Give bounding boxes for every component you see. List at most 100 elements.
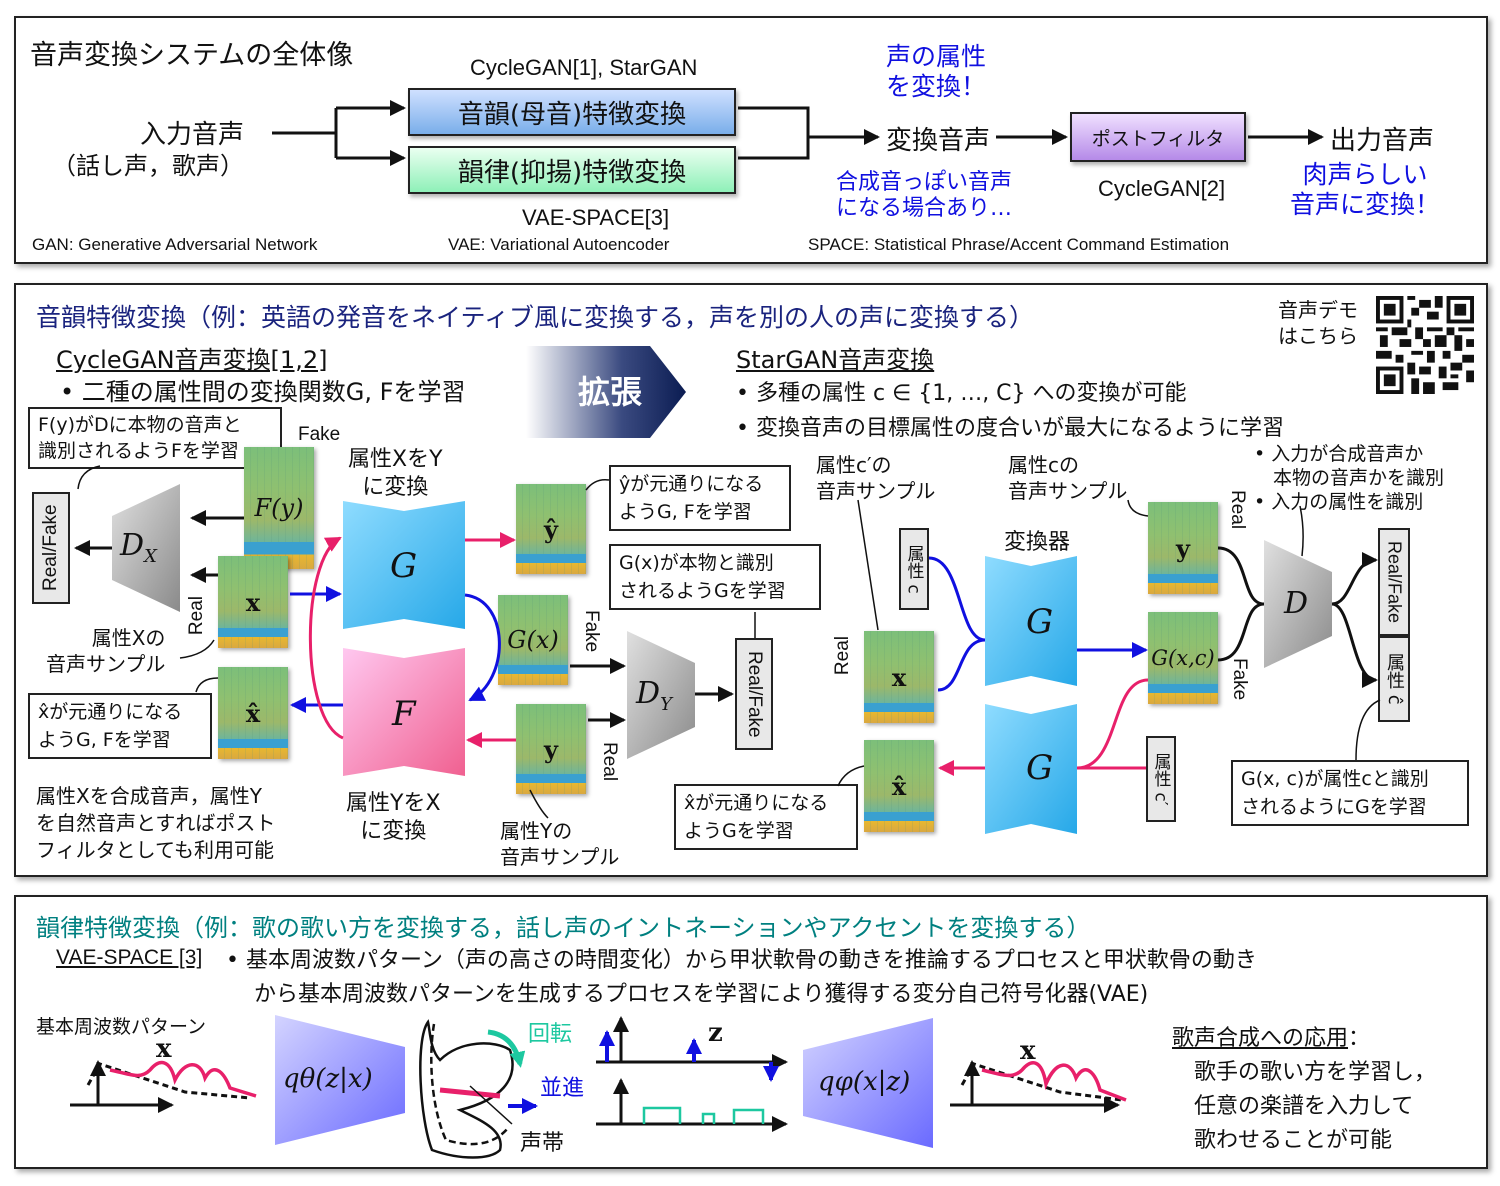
sample-cprime-label: 属性c′の 音声サンプル bbox=[816, 452, 935, 504]
sample-x-line-2: 音声サンプル bbox=[46, 652, 166, 676]
footnote-vae: VAE: Variational Autoencoder bbox=[448, 235, 670, 254]
translation-label: 並進 bbox=[540, 1076, 585, 1101]
vocal-folds-label: 声帯 bbox=[520, 1131, 565, 1156]
cyclegan-bullet: • 二種の属性間の変換関数G, Fを学習 bbox=[60, 378, 466, 406]
sample-y-line-2: 音声サンプル bbox=[500, 845, 620, 869]
prosodic-heading: 韻律特徴変換（例：歌の歌い方を変換する，話し声のイントネーションやアクセントを変… bbox=[36, 914, 1091, 942]
expand-label: 拡張 bbox=[578, 373, 643, 411]
application-line-3: 歌わせることが可能 bbox=[1194, 1128, 1393, 1153]
decoder-shape bbox=[803, 1018, 933, 1148]
star-note-xhat-box: x̂が元通りになる ようGを学習 bbox=[674, 784, 858, 850]
spec-fy-label: F(y) bbox=[254, 494, 304, 522]
sample-x-label: 属性Xの 音声サンプル bbox=[46, 625, 165, 677]
star-spec-gxc-label: G(x,c) bbox=[1151, 646, 1215, 670]
output-note-line-1: 肉声らしい bbox=[1302, 160, 1428, 189]
phonetic-conversion-box[interactable]: 音韻(母音)特徴変換 bbox=[408, 88, 736, 136]
real-mid-label: Real bbox=[599, 742, 620, 782]
demo-label-line-2: はこちら bbox=[1278, 324, 1358, 348]
label-x-to-y-line-1: 属性XをY bbox=[348, 447, 443, 472]
vae-space-method: VAE-SPACE [3] bbox=[56, 946, 203, 969]
note-gx-line-2: されるようGを学習 bbox=[619, 580, 786, 602]
label-x-to-y: 属性XをY に変換 bbox=[348, 446, 443, 502]
x-output-label: x bbox=[1020, 1036, 1036, 1066]
f-label: F bbox=[392, 694, 416, 734]
application-line-2: 任意の楽譜を入力して bbox=[1194, 1094, 1414, 1119]
star-generator-top bbox=[985, 556, 1077, 686]
footnote-space: SPACE: Statistical Phrase/Accent Command… bbox=[808, 235, 1230, 254]
star-discriminator-d bbox=[1264, 540, 1332, 668]
dy-letter: D bbox=[636, 676, 661, 711]
postfilter-label: ポストフィルタ bbox=[1091, 127, 1225, 150]
overview-title: 音声変換システムの全体像 bbox=[30, 40, 354, 71]
generator-g-left bbox=[343, 501, 465, 629]
discriminator-dx bbox=[112, 484, 180, 612]
output-note-line-2: 音声に変換！ bbox=[1290, 190, 1441, 219]
spectrogram-gx: G(x) bbox=[498, 595, 568, 685]
d-bullet-line-1: • 入力が合成音声か bbox=[1254, 443, 1424, 465]
attr-cprime-tag[interactable]: 属性 c′ bbox=[1146, 736, 1176, 822]
sample-x-line-1: 属性Xの bbox=[91, 626, 166, 650]
sample-c-label: 属性cの 音声サンプル bbox=[1008, 452, 1127, 504]
spectrogram-yhat: ŷ bbox=[516, 484, 586, 574]
star-realfake-label: Real/Fake bbox=[1384, 540, 1405, 624]
input-sub-label: （話し声，歌声） bbox=[52, 152, 244, 180]
real-left-label: Real bbox=[186, 596, 207, 636]
note-gx-box: G(x)が本物と識別 されるようGを学習 bbox=[609, 544, 821, 610]
output-label: 出力音声 bbox=[1330, 126, 1435, 156]
d-bullet-line-2: 本物の音声かを識別 bbox=[1254, 467, 1445, 489]
dx-label: DX bbox=[120, 528, 157, 567]
phonetic-conversion-label: 音韻(母音)特徴変換 bbox=[457, 99, 687, 130]
postfilter-method-label: CycleGAN[2] bbox=[1098, 176, 1226, 201]
application-title: 歌声合成への応用 bbox=[1172, 1026, 1349, 1051]
d-bullet-line-3: • 入力の属性を識別 bbox=[1254, 491, 1424, 513]
postfilter-usage-line-2: を自然音声とすればポスト bbox=[36, 811, 276, 835]
sample-y-line-1: 属性Yの bbox=[500, 819, 573, 843]
prosodic-desc: • 基本周波数パターン（声の高さの時間変化）から甲状軟骨の動きを推論するプロセス… bbox=[226, 944, 1257, 1012]
star-g-bottom-label: G bbox=[1026, 748, 1054, 788]
spectrogram-xhat: x̂ bbox=[218, 667, 288, 759]
sample-y-label: 属性Yの 音声サンプル bbox=[500, 818, 619, 870]
qr-code-icon[interactable] bbox=[1376, 296, 1474, 394]
prosodic-conversion-box[interactable]: 韻律(抑揚)特徴変換 bbox=[408, 146, 736, 194]
dx-letter: D bbox=[120, 528, 145, 563]
spec-gx-label: G(x) bbox=[507, 626, 559, 654]
realfake-mid-tag: Real/Fake bbox=[735, 638, 773, 750]
note-gxc-line-2: されるようにGを学習 bbox=[1241, 796, 1427, 818]
attr-note-line-2: を変換！ bbox=[886, 72, 987, 101]
star-spectrogram-gxc: G(x,c) bbox=[1148, 612, 1218, 704]
demo-label: 音声デモ はこちら bbox=[1278, 297, 1358, 349]
decoder-label: qφ(x|z) bbox=[818, 1067, 911, 1097]
note-fy-box: F(y)がDに本物の音声と 識別されるようFを学習 bbox=[28, 407, 282, 469]
note-fy-line-2: 識別されるようFを学習 bbox=[38, 440, 239, 462]
prosodic-conversion-label: 韻律(抑揚)特徴変換 bbox=[457, 157, 687, 188]
star-spectrogram-y: y bbox=[1148, 502, 1218, 594]
application-line-1: 歌手の歌い方を学習し， bbox=[1194, 1060, 1437, 1085]
synth-note-line-2: になる場合あり… bbox=[836, 196, 1013, 221]
attr-chat-label: 属性 ĉ bbox=[1384, 653, 1405, 705]
f0-pattern-label: 基本周波数パターン bbox=[36, 1016, 207, 1038]
input-label: 入力音声 bbox=[140, 120, 245, 150]
dy-label: DY bbox=[636, 676, 672, 715]
attr-c-label: 属性 c bbox=[903, 544, 924, 594]
attr-c-tag[interactable]: 属性 c bbox=[899, 528, 929, 610]
star-generator-bottom bbox=[985, 704, 1077, 834]
phonetic-heading: 音韻特徴変換（例：英語の発音をネイティブ風に変換する，声を別の人の声に変換する） bbox=[36, 303, 1035, 332]
attr-note-line-1: 声の属性 bbox=[886, 42, 987, 71]
star-note-xhat-line-1: x̂が元通りになる bbox=[684, 792, 829, 814]
encoder-shape bbox=[275, 1015, 405, 1145]
star-spec-xhat-label: x̂ bbox=[891, 771, 907, 801]
top-method-label: CycleGAN[1], StarGAN bbox=[470, 55, 698, 80]
postfilter-usage-line-1: 属性Xを合成音声，属性Y bbox=[36, 784, 262, 808]
spec-y-label: y bbox=[544, 734, 558, 764]
star-d-label: D bbox=[1284, 586, 1309, 621]
note-yhat-line-2: ようG, Fを学習 bbox=[619, 501, 752, 523]
sample-c-line-1: 属性cの bbox=[1008, 453, 1079, 477]
g-label-left: G bbox=[390, 546, 418, 586]
star-g-top-label: G bbox=[1026, 602, 1054, 642]
spec-x-label: x bbox=[245, 587, 261, 617]
prosodic-desc-line-2: から基本周波数パターンを生成するプロセスを学習により獲得する変分自己符号化器(V… bbox=[254, 982, 1149, 1007]
z-label: z bbox=[708, 1018, 723, 1048]
dx-subscript: X bbox=[144, 546, 157, 567]
postfilter-box[interactable]: ポストフィルタ bbox=[1070, 112, 1246, 162]
synth-note-line-1: 合成音っぽい音声 bbox=[836, 170, 1013, 195]
